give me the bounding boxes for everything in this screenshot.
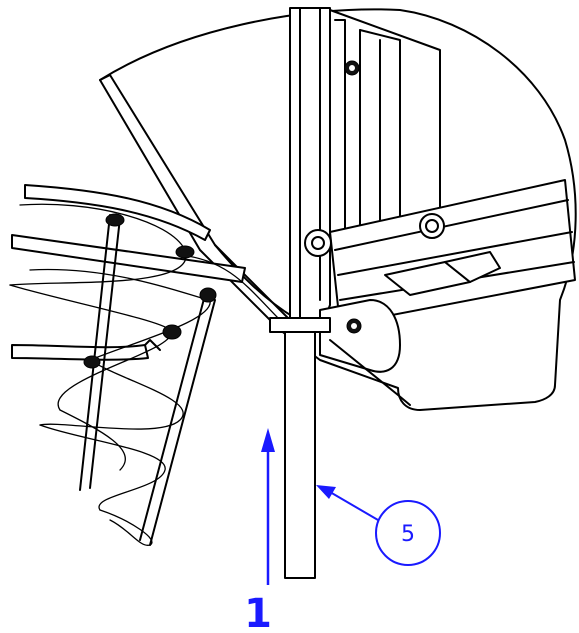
callout-bubble: 5 <box>375 500 441 566</box>
cage-clamps <box>83 213 217 369</box>
bolt-left <box>304 229 332 257</box>
frame-plate <box>289 7 331 331</box>
direction-arrow <box>261 428 275 585</box>
motor-housing <box>319 299 411 406</box>
guard-rails <box>11 184 246 361</box>
cross-beam <box>329 179 576 326</box>
callout-label: 5 <box>401 522 415 547</box>
callout-leader <box>316 485 379 521</box>
bolts <box>304 60 445 334</box>
bolt-center <box>419 213 445 239</box>
direction-label: 1 <box>244 591 272 633</box>
vertical-shaft <box>269 317 331 579</box>
bolt-top <box>344 60 360 76</box>
bolt-lower <box>346 318 362 334</box>
